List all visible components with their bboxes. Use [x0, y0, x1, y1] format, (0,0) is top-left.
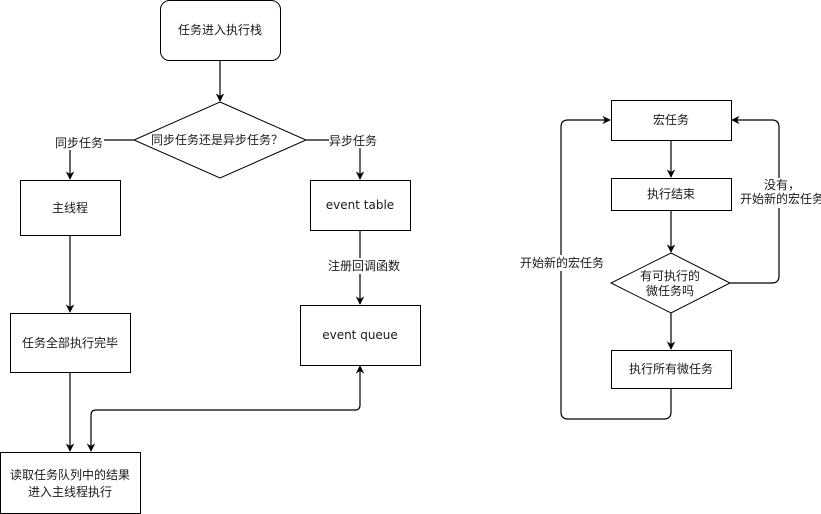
macro-task-label: 宏任务 [653, 112, 689, 127]
start-node: 任务进入执行栈 [160, 0, 281, 61]
micro-decision-line2: 微任务吗 [646, 283, 694, 298]
exec-end-node: 执行结束 [611, 178, 732, 211]
event-table-label: event table [326, 198, 394, 212]
all-done-node: 任务全部执行完毕 [10, 313, 131, 373]
loop-left-label: 开始新的宏任务 [520, 255, 604, 270]
macro-task-node: 宏任务 [611, 100, 732, 141]
event-queue-node: event queue [300, 305, 421, 366]
exec-all-micro-label: 执行所有微任务 [629, 361, 713, 376]
async-task-label: 异步任务 [329, 133, 377, 148]
read-queue-label-line1: 读取任务队列中的结果 [10, 467, 130, 482]
start-node-label: 任务进入执行栈 [178, 22, 262, 37]
sync-task-label: 同步任务 [55, 135, 103, 150]
event-queue-label: event queue [322, 328, 398, 342]
all-done-label: 任务全部执行完毕 [22, 335, 118, 350]
exec-all-micro-node: 执行所有微任务 [611, 350, 732, 389]
read-queue-label-line2: 进入主线程执行 [28, 484, 112, 499]
micro-decision-line1: 有可执行的 [640, 268, 700, 283]
loop-right-label-line1: 没有， [764, 177, 800, 192]
loop-right-label-line2: 开始新的宏任务 [740, 191, 821, 206]
micro-task-decision: 有可执行的 微任务吗 [609, 252, 732, 314]
sync-async-decision: 同步任务还是异步任务？ [132, 101, 308, 179]
register-callback-label: 注册回调函数 [328, 258, 400, 273]
edge-read-queue-event-queue [86, 365, 365, 452]
exec-end-label: 执行结束 [647, 187, 695, 201]
main-thread-node: 主线程 [20, 180, 121, 236]
read-queue-node: 读取任务队列中的结果 进入主线程执行 [0, 452, 141, 514]
edge-loop-new-macro-left [560, 115, 672, 420]
event-table-node: event table [310, 180, 411, 231]
decision-label: 同步任务还是异步任务？ [151, 132, 283, 147]
main-thread-label: 主线程 [52, 200, 88, 215]
